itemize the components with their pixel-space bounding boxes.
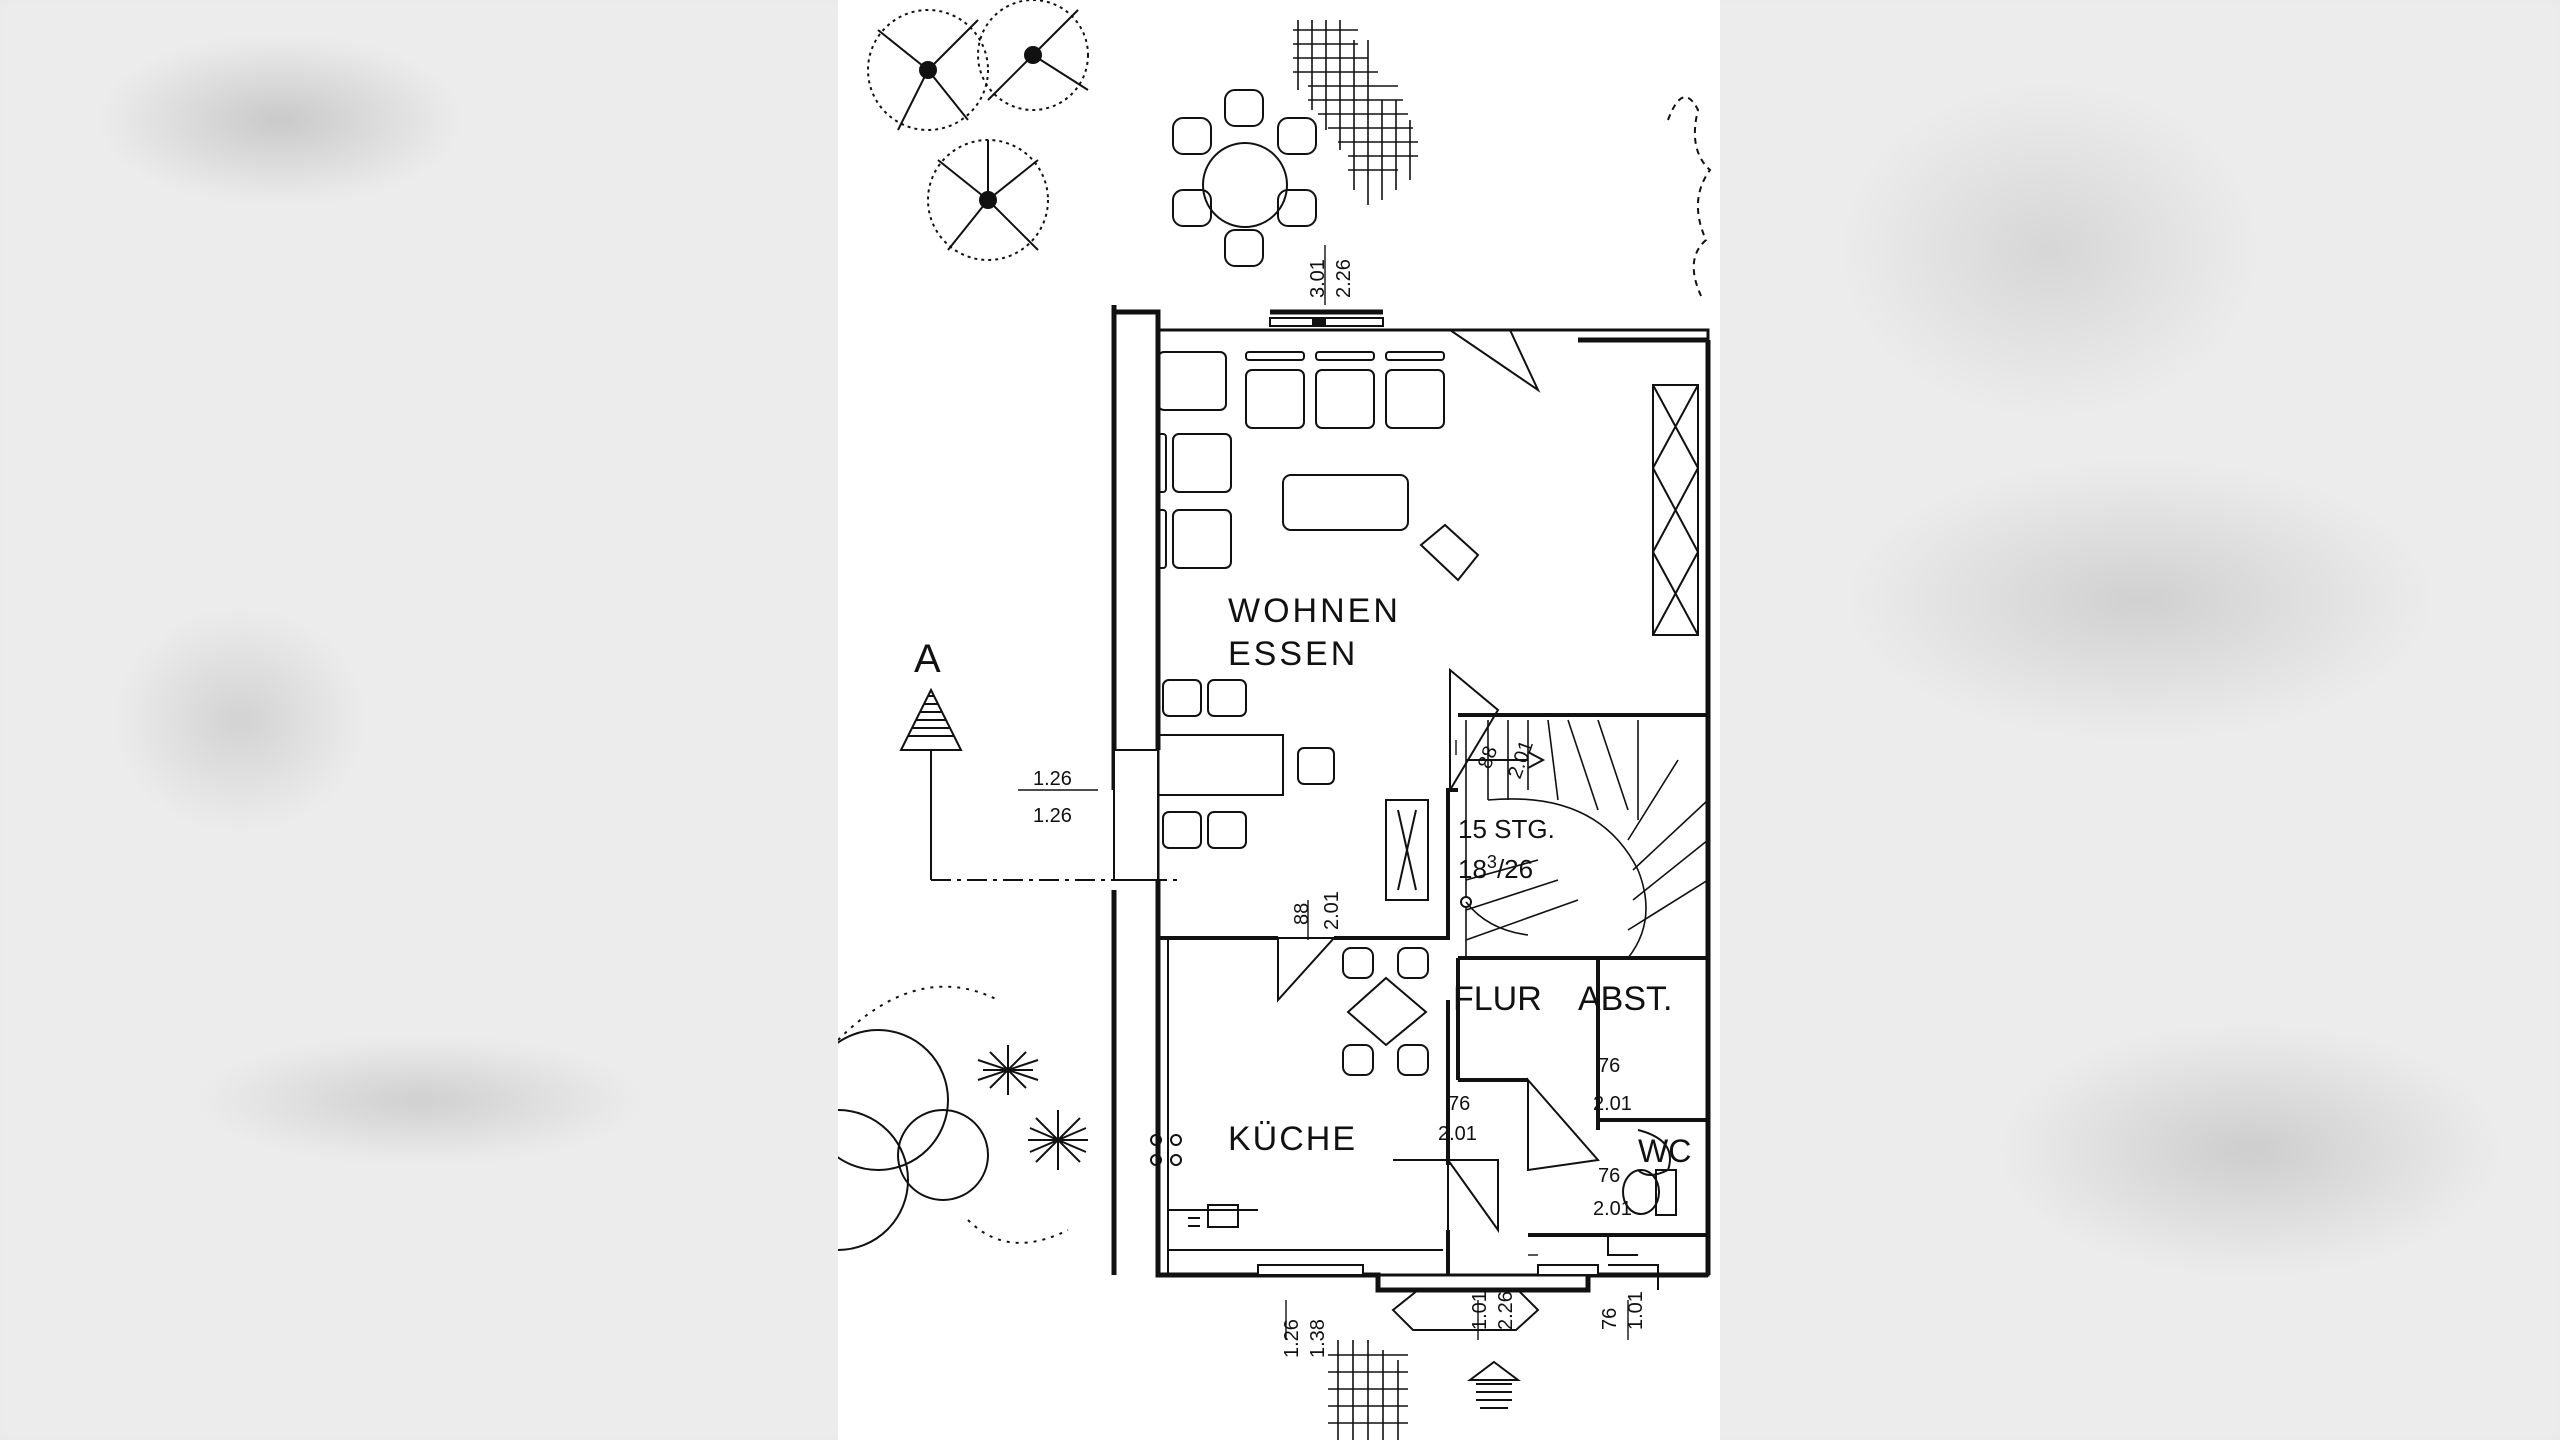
dim-wc-door-2: 2.01 [1593,1198,1632,1220]
staircase [1460,719,1709,959]
dim-flur-door-1: 76 [1598,1055,1620,1077]
dim-bottom-left-1: 1.26 [1281,1319,1303,1358]
section-marker-a [899,687,1178,881]
dim-kitchen-inner-a: 76 [1448,1093,1470,1115]
room-label-wohnen: WOHNEN [1228,592,1401,630]
dim-bottom-mid-2: 2.26 [1495,1291,1517,1330]
terrace-door [1446,329,1541,393]
patio-table-symbol [1172,89,1317,267]
stair-rise-label: 183/26 [1458,852,1533,884]
garden-bottom-left [838,985,1088,1251]
floor-plan-drawing: WOHNEN ESSEN KÜCHE FLUR ABST. WC 15 STG.… [838,0,1712,1440]
dim-bottom-right-2: 1.01 [1625,1291,1647,1330]
wc-fixtures [1607,1129,1677,1290]
stair-door-swing [1449,667,1500,794]
room-label-essen: ESSEN [1228,635,1358,673]
pergola-grid-bottom [1328,1340,1408,1440]
dim-kitchen-inner-b: 2.01 [1438,1123,1477,1145]
dim-left-window-1: 1.26 [1033,768,1072,790]
dim-kitchen-door-1: 88 [1291,903,1313,925]
dim-kitchen-door-3: 2.01 [1321,891,1343,930]
entrance-marker [1467,1360,1521,1409]
interior-walls [1158,713,1708,1275]
floor-plan-panel: WOHNEN ESSEN KÜCHE FLUR ABST. WC 15 STG.… [838,0,1720,1440]
living-furniture [1157,351,1480,582]
exterior-walls [1111,305,1711,1293]
window-left [1113,749,1159,881]
dimension-lines [1018,245,1629,1340]
window-top [1269,317,1384,327]
dim-top-window-2: 2.26 [1333,259,1355,298]
dim-flur-door-2: 2.01 [1593,1093,1632,1115]
dining-furniture [1157,679,1335,849]
dim-wc-door-1: 76 [1598,1165,1620,1187]
dim-stair-door-3: 2.01 [1504,738,1538,782]
room-label-wc: WC [1638,1133,1691,1169]
dim-stair-door-1: 88 [1474,743,1502,771]
kitchen-furniture [1150,937,1443,1277]
stair-storage [1385,799,1429,901]
room-label-abst: ABST. [1578,980,1672,1018]
wall-cabinet [1652,384,1699,636]
dim-bottom-left-2: 1.38 [1307,1319,1329,1358]
bottom-openings [1257,1264,1599,1331]
wc-door-swing [1446,1159,1499,1234]
dim-top-window-1: 3.01 [1307,259,1329,298]
kitchen-inner-door [1393,1159,1449,1230]
stair-steps-label: 15 STG. [1458,814,1555,844]
hedge-symbol [1667,96,1712,301]
flur-door-swing [1527,1077,1600,1172]
section-marker-label: A [914,637,941,681]
kitchen-door-swing [1277,937,1337,1003]
pergola-grid-top [1293,20,1418,205]
tree-symbols-top [867,0,1089,261]
room-label-kueche: KÜCHE [1228,1120,1357,1158]
dim-bottom-right-1: 76 [1599,1308,1621,1330]
dim-bottom-mid-1: 1.01 [1469,1291,1491,1330]
room-label-flur: FLUR [1453,980,1542,1018]
dim-left-window-2: 1.26 [1033,805,1072,827]
